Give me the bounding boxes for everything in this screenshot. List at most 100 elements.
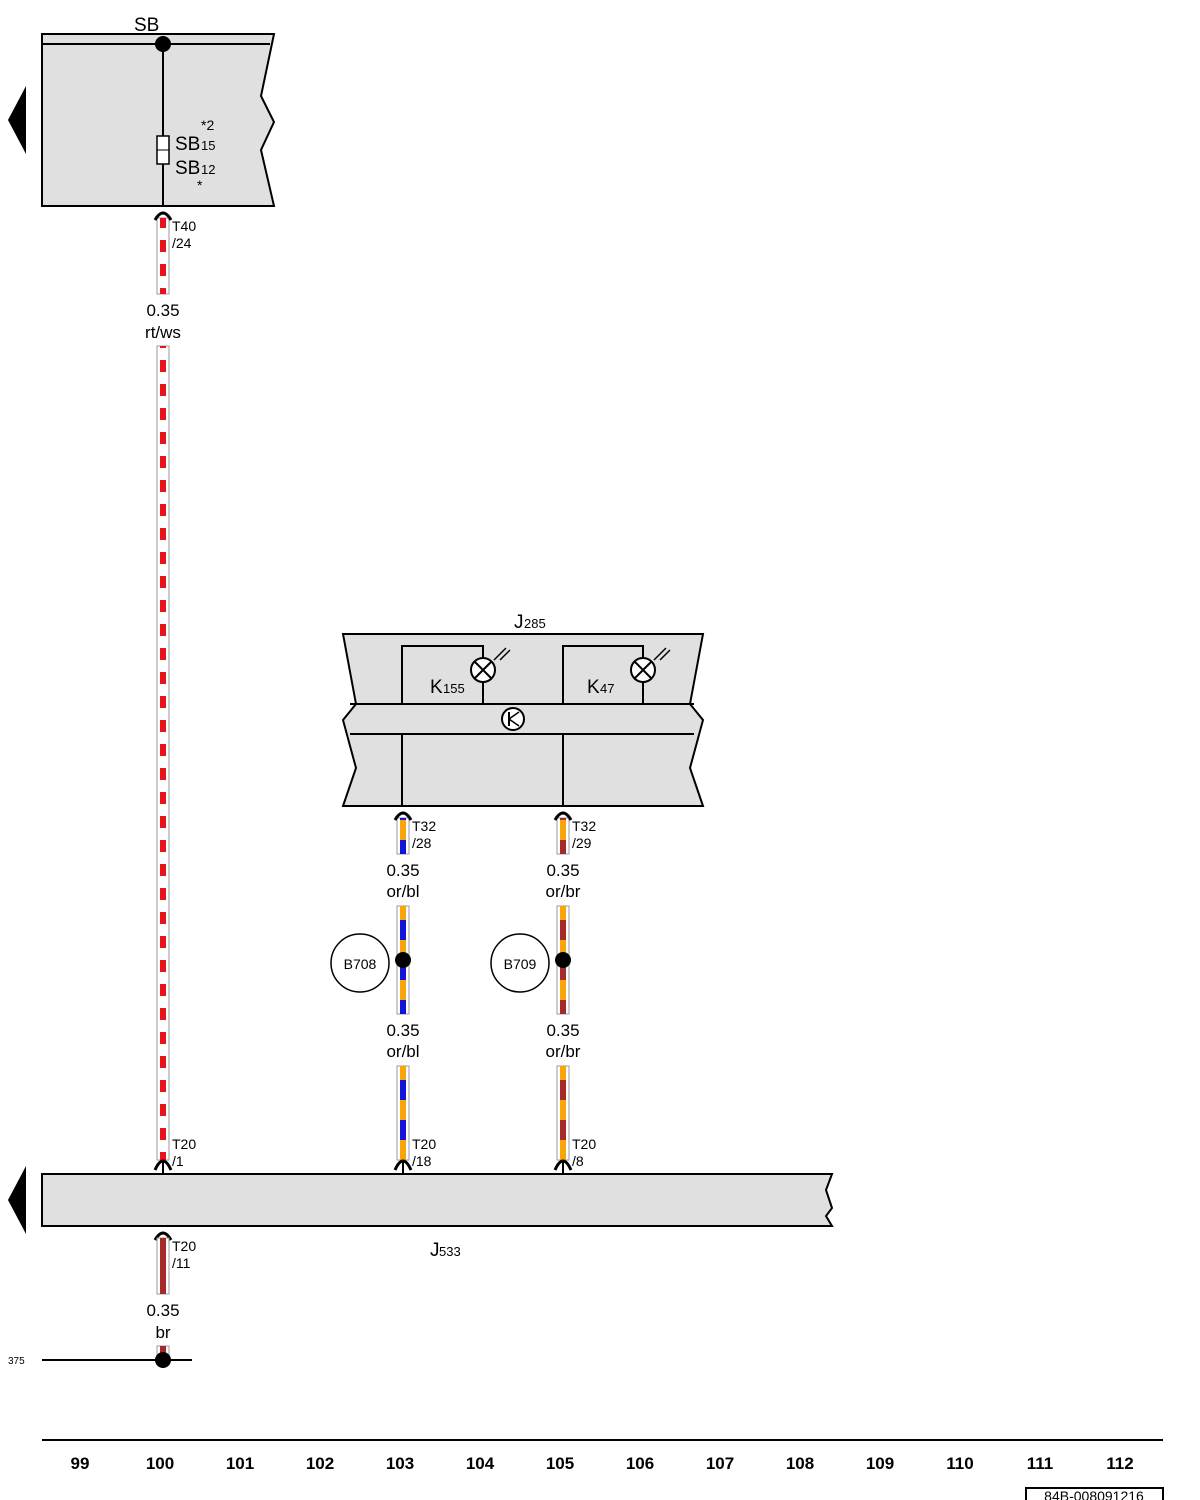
splice-b708: B708 (330, 933, 411, 993)
wire-rt-ws: 0.35 rt/ws (145, 217, 181, 1161)
fuse-bottom-label: SB (175, 158, 200, 179)
connector-t20-18: T20 /18 (393, 1136, 436, 1174)
svg-text:T20: T20 (172, 1238, 196, 1254)
continuation-arrow-icon (8, 86, 26, 154)
continuation-arrow-icon (8, 1166, 26, 1234)
fuse-note-top: *2 (201, 117, 214, 133)
track-number: 100 (146, 1454, 174, 1473)
track-number: 112 (1106, 1454, 1133, 1473)
track-number: 102 (306, 1454, 334, 1473)
k47-label: K (587, 677, 600, 698)
wire-color-code: rt/ws (145, 323, 181, 342)
wire-color-code: br (155, 1323, 170, 1342)
track-number: 107 (706, 1454, 734, 1473)
wire-or-bl: 0.35 or/bl 0.35 or/bl (386, 817, 420, 1161)
wire-gauge: 0.35 (546, 861, 579, 880)
wire-color-code: or/bl (386, 882, 419, 901)
wire-stripe (560, 818, 566, 854)
light-ray-icon (493, 647, 507, 661)
svg-text:T20: T20 (172, 1136, 196, 1152)
wire-color-code: or/br (546, 1042, 581, 1061)
wire-gauge: 0.35 (546, 1021, 579, 1040)
connector-t20-8: T20 /8 (553, 1136, 596, 1174)
connector-pin-icon (153, 211, 173, 221)
fuse-note-bottom: * (197, 177, 203, 193)
svg-text:/11: /11 (172, 1255, 191, 1271)
track-number: 108 (786, 1454, 814, 1473)
track-number: 106 (626, 1454, 654, 1473)
track-number: 99 (71, 1454, 90, 1473)
ground-ref-label: 375 (8, 1356, 25, 1367)
svg-text:/8: /8 (572, 1153, 584, 1169)
svg-text:/29: /29 (572, 835, 592, 851)
j285-module: J 285 K 155 K 47 (341, 612, 705, 807)
j533-sub: 533 (439, 1244, 461, 1259)
wire-br: 0.35 br (146, 1237, 180, 1357)
wire-color-code: or/bl (386, 1042, 419, 1061)
svg-text:T20: T20 (572, 1136, 596, 1152)
wire-or-br: 0.35 or/br 0.35 or/br (546, 817, 581, 1161)
splice-marker-icon (490, 933, 550, 993)
track-number: 104 (466, 1454, 495, 1473)
track-number: 110 (946, 1454, 973, 1473)
wire-stripe (160, 1238, 166, 1294)
track-number: 109 (866, 1454, 894, 1473)
svg-text:T20: T20 (412, 1136, 436, 1152)
j285-sub: 285 (524, 616, 546, 631)
wire-gauge: 0.35 (386, 861, 419, 880)
j285-label: J (514, 612, 524, 633)
svg-text:T32: T32 (572, 818, 596, 834)
fuse-top-sub: 15 (201, 138, 215, 153)
sb-module: SB *2 SB 15 SB 12 * (41, 15, 276, 207)
j533-body (41, 1173, 834, 1227)
svg-text:/18: /18 (412, 1153, 432, 1169)
transistor-icon (501, 707, 525, 731)
svg-text:/28: /28 (412, 835, 432, 851)
wire-gauge: 0.35 (146, 1301, 179, 1320)
connector-pin-icon (153, 1231, 173, 1241)
k155-sub: 155 (443, 681, 465, 696)
track-number: 101 (226, 1454, 254, 1473)
document-id: 84B-008091216 (1044, 1488, 1144, 1500)
light-ray-icon (653, 647, 667, 661)
connector-t40-24: T40 /24 (153, 211, 196, 251)
track-number: 105 (546, 1454, 574, 1473)
k47-sub: 47 (600, 681, 614, 696)
sb-module-body (41, 33, 276, 207)
svg-text:/24: /24 (172, 235, 192, 251)
svg-text:T40: T40 (172, 218, 196, 234)
splice-marker-icon (330, 933, 390, 993)
sb-label: SB (134, 15, 159, 36)
svg-text:B709: B709 (504, 956, 537, 972)
wire-stripe (400, 1066, 406, 1160)
k155-label: K (430, 677, 443, 698)
wire-stripe (560, 1066, 566, 1160)
track-number-row: 99 100 101 102 103 104 105 106 107 108 109 110 111 11… (71, 1454, 1134, 1473)
track-number: 111 (1027, 1454, 1054, 1473)
splice-b709: B709 (490, 933, 571, 993)
fuse-top-label: SB (175, 134, 200, 155)
connector-pin-icon (553, 811, 573, 821)
wire-gauge: 0.35 (386, 1021, 419, 1040)
j533-module: J 533 (41, 1173, 834, 1261)
connector-t32-29: T32 /29 (553, 811, 596, 851)
connector-t32-28: T32 /28 (393, 811, 436, 851)
fuse-bottom-sub: 12 (201, 162, 215, 177)
wire-stripe (160, 346, 166, 1160)
wire-stripe (400, 818, 406, 854)
svg-text:T32: T32 (412, 818, 436, 834)
j533-label: J (430, 1240, 440, 1261)
splice-dot (395, 952, 411, 968)
svg-text:/1: /1 (172, 1153, 184, 1169)
wire-stripe (160, 218, 166, 294)
wire-gauge: 0.35 (146, 301, 179, 320)
ground-connection: 375 (8, 1352, 192, 1368)
svg-text:B708: B708 (344, 956, 377, 972)
document-id-box: 84B-008091216 (1025, 1487, 1164, 1500)
ground-junction-dot (155, 1352, 171, 1368)
wire-color-code: or/br (546, 882, 581, 901)
track-number: 103 (386, 1454, 414, 1473)
connector-pin-icon (393, 811, 413, 821)
connector-t20-1: T20 /1 (153, 1136, 196, 1174)
splice-dot (555, 952, 571, 968)
